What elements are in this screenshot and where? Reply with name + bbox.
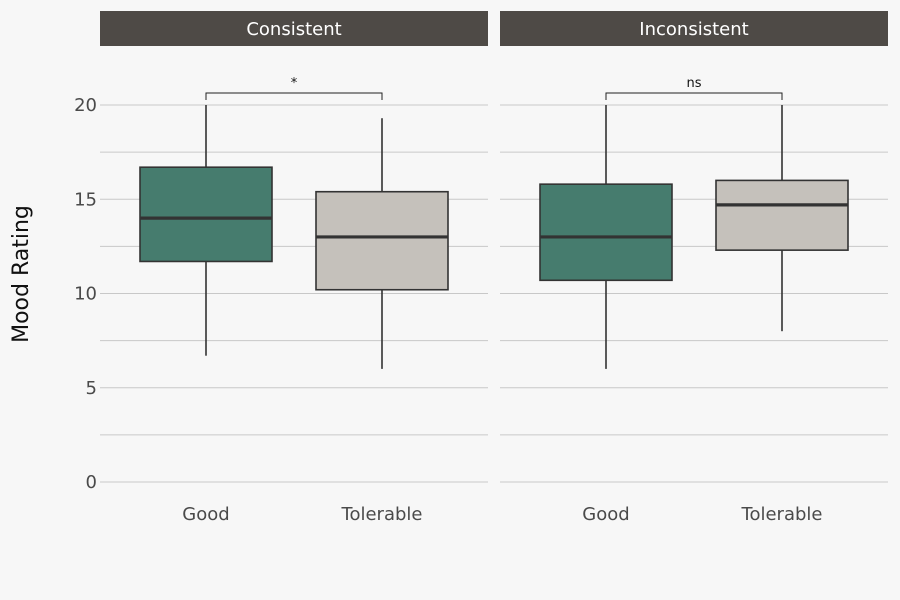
x-tick-label: Tolerable	[741, 504, 823, 525]
y-tick-label: 0	[86, 472, 97, 493]
box-good	[539, 183, 673, 282]
significance-bracket	[205, 92, 383, 100]
panel-strip	[500, 11, 888, 46]
panel-strip	[100, 11, 488, 46]
y-tick-label: 20	[74, 95, 97, 116]
x-tick-label: Good	[182, 504, 229, 525]
y-tick-label: 5	[86, 378, 97, 399]
x-tick-label: Tolerable	[341, 504, 423, 525]
significance-label: ns	[686, 76, 701, 91]
y-tick-label: 15	[74, 189, 97, 210]
box-tolerable	[715, 179, 849, 251]
panel-title: Consistent	[246, 19, 341, 40]
y-tick-label: 10	[74, 284, 97, 305]
significance-label: *	[291, 76, 298, 91]
y-axis-title: Mood Rating	[9, 205, 34, 343]
x-tick-label: Good	[582, 504, 629, 525]
box-tolerable	[315, 190, 449, 291]
significance-bracket	[605, 92, 783, 100]
panel-title: Inconsistent	[639, 19, 748, 40]
box-good	[139, 166, 273, 263]
